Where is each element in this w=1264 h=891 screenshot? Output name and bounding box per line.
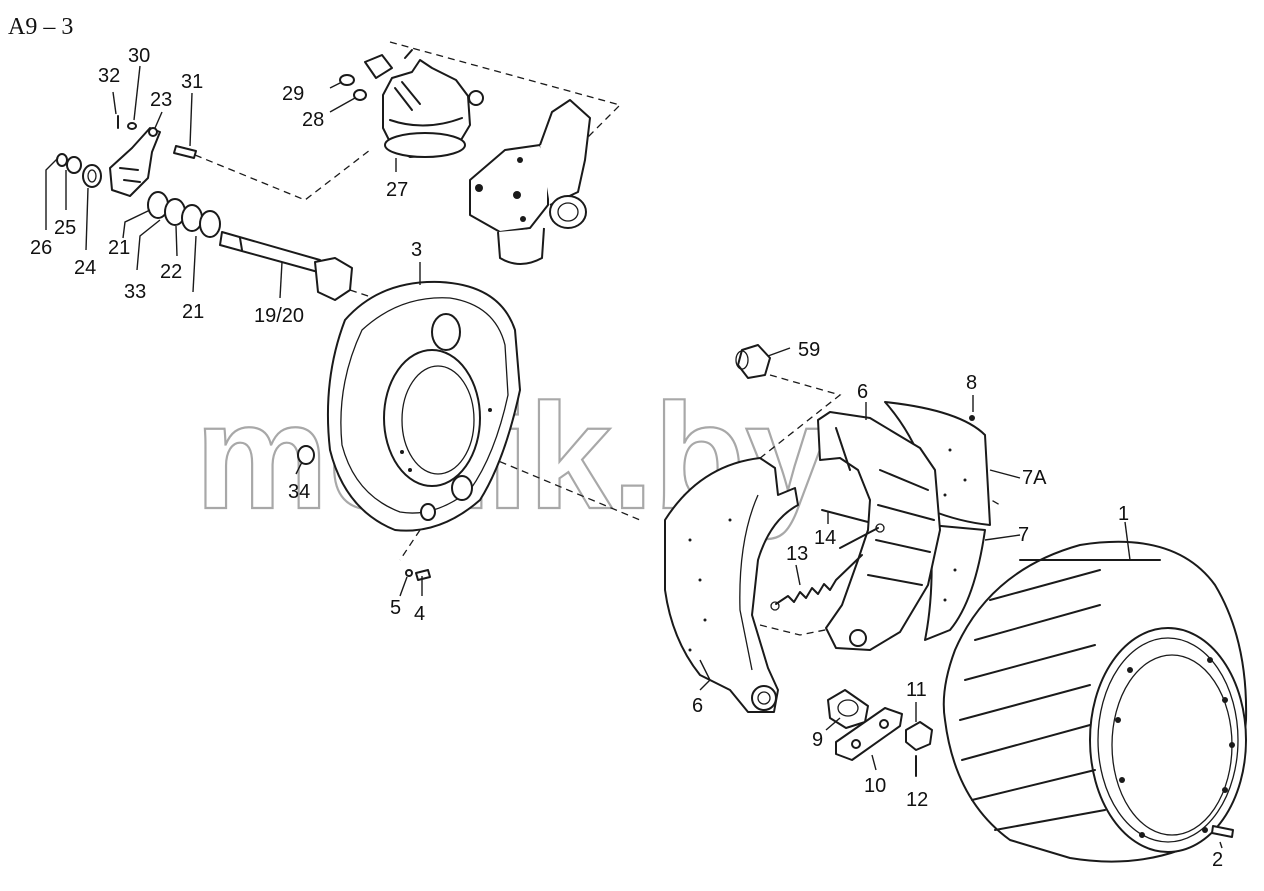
callout-7a: 7A xyxy=(1022,467,1047,489)
callout-22: 22 xyxy=(160,261,182,283)
plate-10 xyxy=(835,707,903,761)
spring-14 xyxy=(821,509,885,549)
sheet-id: A9 – 3 xyxy=(8,14,74,40)
bushings-21-22-33 xyxy=(147,191,221,238)
camshaft-19-20 xyxy=(219,231,353,301)
callout-21-b: 21 xyxy=(182,301,204,323)
callout-31: 31 xyxy=(181,71,203,93)
leader-lines xyxy=(45,65,1223,849)
callout-11: 11 xyxy=(906,679,927,701)
callout-10: 10 xyxy=(864,775,886,797)
chamber-bracket xyxy=(469,99,591,265)
callout-33: 33 xyxy=(124,281,146,303)
rivet-8 xyxy=(969,415,975,421)
callout-12: 12 xyxy=(906,789,928,811)
seal-24 xyxy=(82,164,102,188)
callout-29: 29 xyxy=(282,83,304,105)
slack-adjuster-23 xyxy=(109,127,161,197)
clip-30 xyxy=(127,122,137,130)
brake-lining-7-7a xyxy=(884,401,991,641)
bolt-4-washer-5 xyxy=(405,569,431,581)
washer-25 xyxy=(66,156,82,174)
callout-26: 26 xyxy=(30,237,52,259)
callout-19-20: 19/20 xyxy=(254,305,304,327)
plug-34 xyxy=(297,445,315,465)
callout-30: 30 xyxy=(128,45,150,67)
brake-shoe-upper-6 xyxy=(817,411,941,651)
callout-1: 1 xyxy=(1118,503,1129,525)
callout-7: 7 xyxy=(1018,524,1029,546)
callout-6-upper: 6 xyxy=(857,381,868,403)
callout-14: 14 xyxy=(814,527,836,549)
callout-5: 5 xyxy=(390,597,401,619)
brake-shoe-lower-6 xyxy=(664,457,799,713)
return-spring-13 xyxy=(770,554,863,611)
callout-32: 32 xyxy=(98,65,120,87)
roller-59 xyxy=(735,344,771,379)
callout-23: 23 xyxy=(150,89,172,111)
callout-2: 2 xyxy=(1212,849,1223,871)
bolt-2 xyxy=(1211,825,1234,838)
washer-28 xyxy=(353,89,367,101)
callout-4: 4 xyxy=(414,603,425,625)
brake-chamber-27 xyxy=(364,49,484,158)
callout-27: 27 xyxy=(386,179,408,201)
callout-24: 24 xyxy=(74,257,96,279)
pin-31 xyxy=(173,145,197,159)
callout-labels: 1 2 3 4 5 6 6 7 7A 8 9 10 11 12 13 14 19… xyxy=(30,45,1223,871)
callout-6-lower: 6 xyxy=(692,695,703,717)
callout-28: 28 xyxy=(302,109,324,131)
callout-3: 3 xyxy=(411,239,422,261)
callout-59: 59 xyxy=(798,339,820,361)
callout-9: 9 xyxy=(812,729,823,751)
brake-drum-1 xyxy=(942,540,1248,863)
callout-34: 34 xyxy=(288,481,310,503)
callout-25: 25 xyxy=(54,217,76,239)
nut-29 xyxy=(339,74,355,86)
nut-11 xyxy=(905,721,933,751)
ring-26 xyxy=(56,153,68,167)
callout-13: 13 xyxy=(786,543,808,565)
backing-plate-3 xyxy=(326,280,521,532)
callout-21-a: 21 xyxy=(108,237,130,259)
callout-8: 8 xyxy=(966,372,977,394)
